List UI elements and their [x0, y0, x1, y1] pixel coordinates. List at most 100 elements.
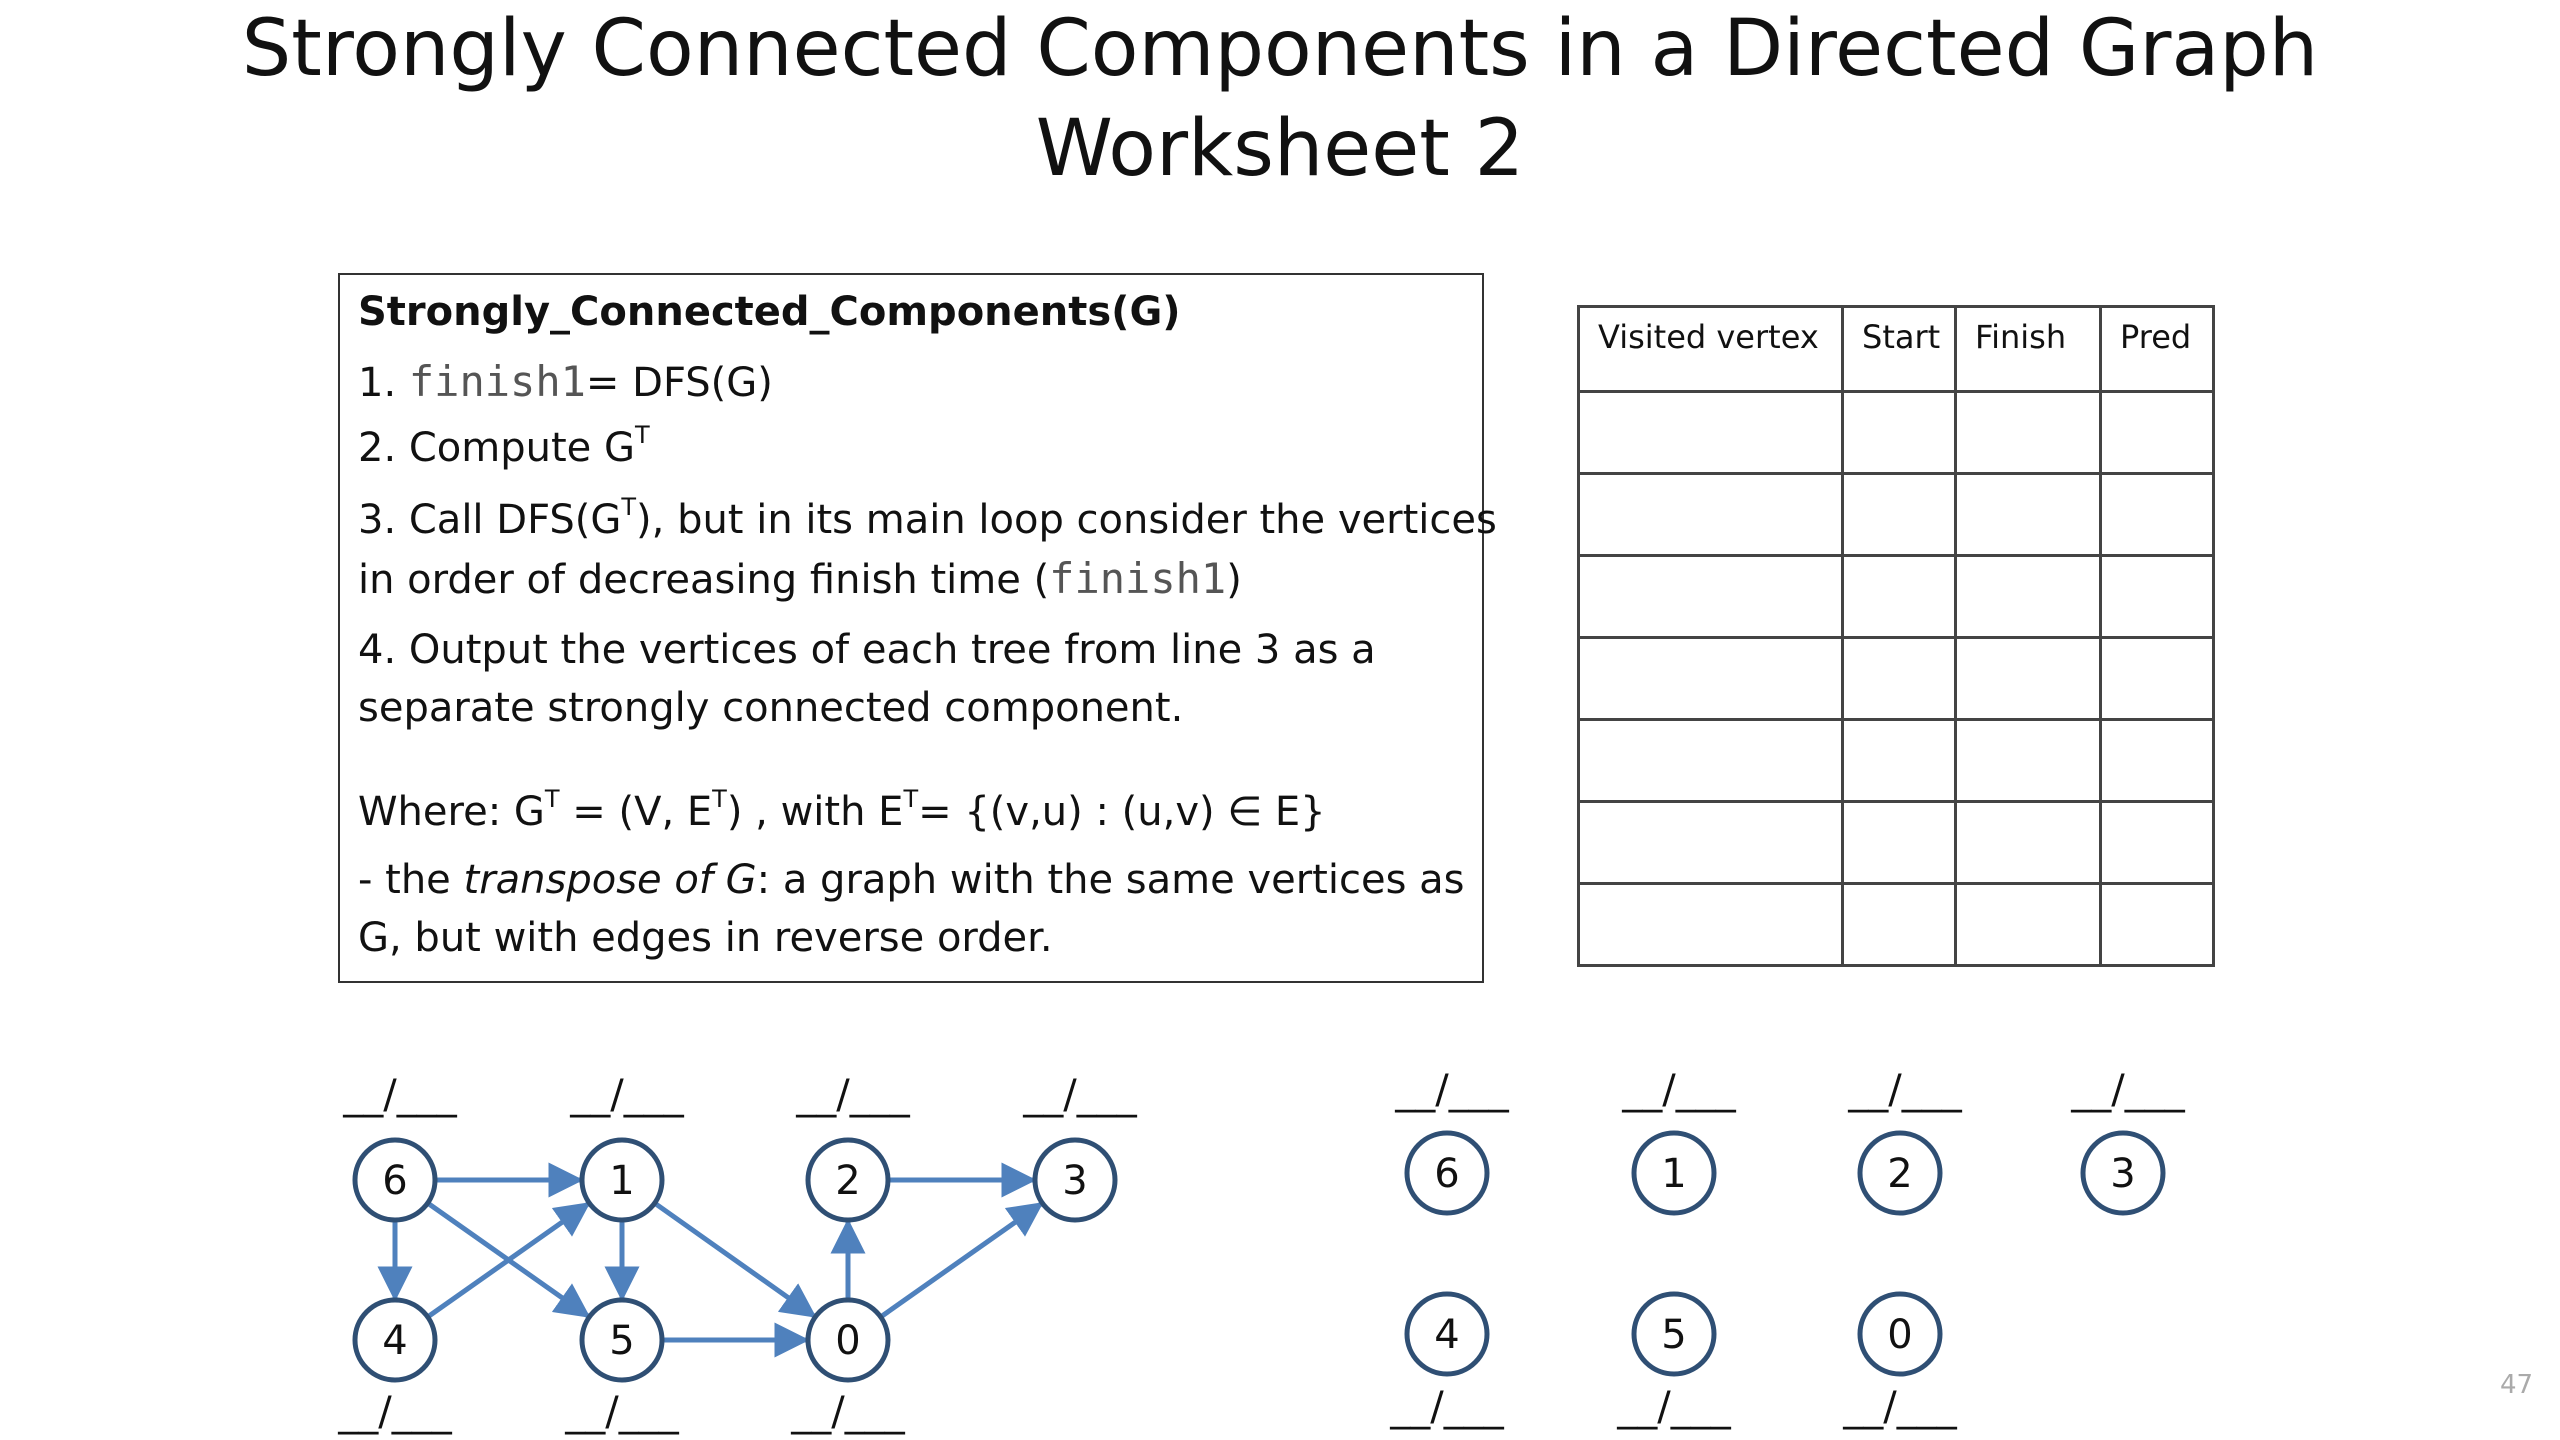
time-blank[interactable]: __/___	[564, 1389, 679, 1435]
dfs-table-row	[1577, 882, 2215, 967]
step3a-post: ), but in its main loop consider the ver…	[636, 497, 1497, 543]
right-vertex-1: 1	[1631, 1130, 1717, 1216]
dfs-table-cell[interactable]	[1577, 472, 1844, 557]
where-sup3: T	[903, 785, 919, 813]
edge-1-0	[653, 1201, 817, 1318]
left-vertex-label: 1	[609, 1158, 634, 1204]
left-graph-edges	[377, 1162, 1044, 1358]
right-vertex-6: 6	[1404, 1130, 1490, 1216]
right-vertex-4: 4	[1404, 1291, 1490, 1377]
dfs-table-cell[interactable]	[1954, 390, 2102, 475]
dfs-table-cell[interactable]	[1577, 636, 1844, 721]
col-pred: Pred	[2099, 305, 2215, 393]
time-blank[interactable]: __/___	[337, 1389, 452, 1435]
transpose-italic: transpose of G	[463, 857, 757, 903]
time-blank[interactable]: __/___	[1022, 1072, 1137, 1118]
dfs-table-cell[interactable]	[1954, 472, 2102, 557]
dfs-table-cell[interactable]	[2099, 882, 2215, 967]
slide-subtitle: Worksheet 2	[1035, 104, 1525, 194]
step3b-code: finish1	[1049, 554, 1227, 603]
dfs-table-cell[interactable]	[1841, 636, 1957, 721]
time-blank[interactable]: __/___	[1389, 1384, 1504, 1430]
col-start: Start	[1841, 305, 1957, 393]
dfs-table-cell[interactable]	[1841, 554, 1957, 639]
dfs-table-cell[interactable]	[1841, 800, 1957, 885]
left-vertex-label: 0	[835, 1318, 860, 1364]
dfs-table-cell[interactable]	[1954, 882, 2102, 967]
dfs-table-cell[interactable]	[2099, 390, 2215, 475]
where-c: ) , with E	[726, 789, 904, 835]
dfs-table-cell[interactable]	[2099, 800, 2215, 885]
step3b-pre: in order of decreasing finish time (	[358, 557, 1050, 603]
dfs-table-cell[interactable]	[1841, 882, 1957, 967]
dfs-table-cell[interactable]	[1954, 636, 2102, 721]
page-number: 47	[2500, 1370, 2534, 1400]
left-vertex-5: 5	[579, 1297, 665, 1383]
where-a: Where: G	[358, 789, 545, 835]
col-finish: Finish	[1954, 305, 2102, 393]
dfs-table-cell[interactable]	[1841, 718, 1957, 803]
algorithm-heading: Strongly_Connected_Components(G)	[358, 289, 1181, 335]
where-sup2: T	[712, 785, 727, 813]
time-blank[interactable]: __/___	[342, 1072, 457, 1118]
dfs-table-cell[interactable]	[1841, 472, 1957, 557]
dfs-table-cell[interactable]	[2099, 472, 2215, 557]
right-vertex-label: 5	[1661, 1312, 1686, 1358]
dfs-table-cell[interactable]	[1954, 554, 2102, 639]
time-blank[interactable]: __/___	[790, 1389, 905, 1435]
left-vertex-label: 3	[1062, 1158, 1087, 1204]
left-vertex-label: 6	[382, 1158, 407, 1204]
algorithm-step-4b: separate strongly connected component.	[358, 685, 1184, 731]
time-blank[interactable]: __/___	[1847, 1067, 1962, 1113]
right-vertex-label: 0	[1887, 1312, 1912, 1358]
left-vertex-label: 2	[835, 1158, 860, 1204]
dfs-table-cell[interactable]	[1577, 390, 1844, 475]
dfs-table-cell[interactable]	[2099, 718, 2215, 803]
where-d: = {(v,u) : (u,v) ∈ E}	[918, 789, 1326, 835]
step3a-sup: T	[621, 493, 637, 521]
edge-0-3	[879, 1202, 1044, 1319]
dfs-table-row	[1577, 554, 2215, 639]
left-graph-nodes: 6 1 2 3 4 5 0	[352, 1137, 1118, 1383]
time-blank[interactable]: __/___	[1394, 1067, 1509, 1113]
algorithm-step-3a: 3. Call DFS(GT), but in its main loop co…	[358, 495, 1497, 543]
transpose-definition: Where: GT = (V, ET) , with ET= {(v,u) : …	[358, 787, 1326, 835]
time-blank[interactable]: __/___	[569, 1072, 684, 1118]
left-vertex-4: 4	[352, 1297, 438, 1383]
left-vertex-0: 0	[805, 1297, 891, 1383]
step1-code: finish1	[408, 357, 586, 406]
left-vertex-1: 1	[579, 1137, 665, 1223]
dfs-table-row	[1577, 390, 2215, 475]
dfs-table-cell[interactable]	[1577, 882, 1844, 967]
right-vertex-label: 4	[1434, 1312, 1459, 1358]
algorithm-box: Strongly_Connected_Components(G) 1. fini…	[338, 273, 1497, 983]
time-blank[interactable]: __/___	[1621, 1067, 1736, 1113]
right-vertex-label: 3	[2110, 1151, 2135, 1197]
dfs-table: Visited vertex Start Finish Pred	[1577, 305, 2215, 967]
dfs-table-cell[interactable]	[1841, 390, 1957, 475]
blank-time-labels: __/___ __/___ __/___ __/___ __/___ __/___ __/_…	[337, 1067, 2185, 1435]
time-blank[interactable]: __/___	[1616, 1384, 1731, 1430]
left-vertex-label: 5	[609, 1318, 634, 1364]
algorithm-step-1: 1. finish1= DFS(G)	[358, 357, 773, 406]
algorithm-step-2: 2. Compute GT	[358, 423, 650, 471]
dfs-table-row	[1577, 472, 2215, 557]
dfs-table-cell[interactable]	[1954, 718, 2102, 803]
transpose-b: : a graph with the same vertices as	[756, 857, 1465, 903]
right-vertex-0: 0	[1857, 1291, 1943, 1377]
dfs-table-cell[interactable]	[1577, 554, 1844, 639]
dfs-table-cell[interactable]	[2099, 636, 2215, 721]
transpose-explanation-1: - the transpose of G: a graph with the s…	[358, 857, 1464, 903]
dfs-table-cell[interactable]	[1577, 800, 1844, 885]
dfs-table-cell[interactable]	[1577, 718, 1844, 803]
algorithm-step-3b: in order of decreasing finish time (fini…	[358, 554, 1242, 603]
transpose-a: - the	[358, 857, 464, 903]
time-blank[interactable]: __/___	[2070, 1067, 2185, 1113]
time-blank[interactable]: __/___	[795, 1072, 910, 1118]
step3a-pre: 3. Call DFS(G	[358, 497, 622, 543]
dfs-table-cell[interactable]	[1954, 800, 2102, 885]
dfs-table-cell[interactable]	[2099, 554, 2215, 639]
time-blank[interactable]: __/___	[1842, 1384, 1957, 1430]
